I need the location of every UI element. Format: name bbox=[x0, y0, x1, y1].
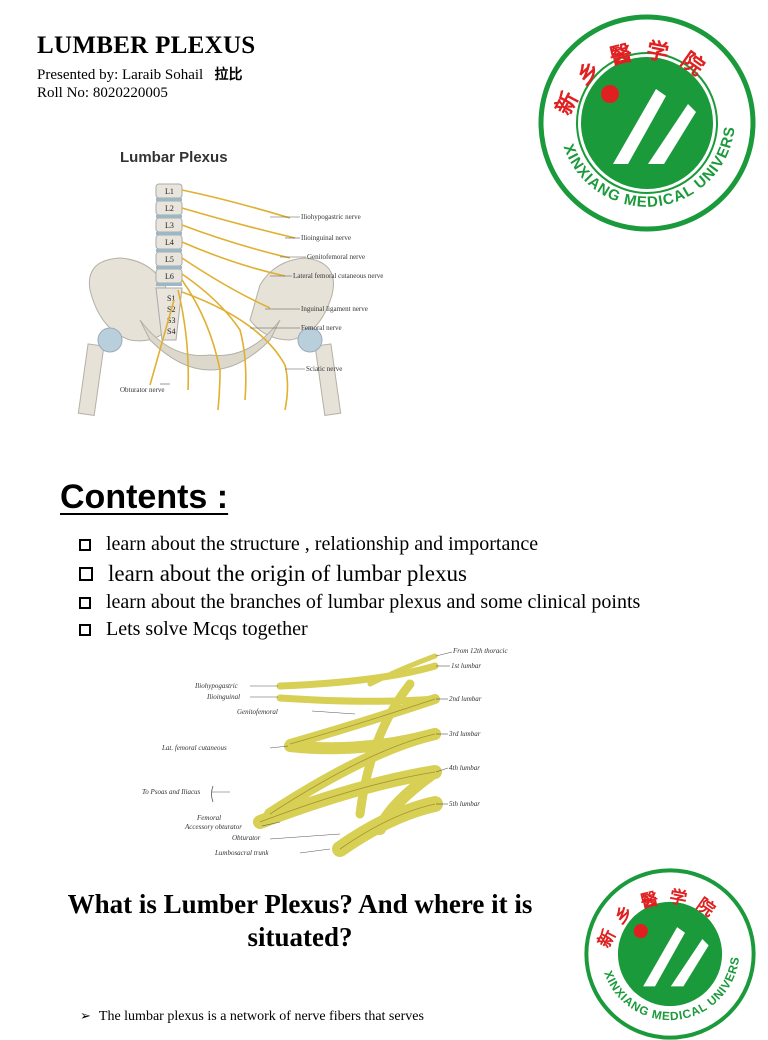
presenter-line: Presented by: Laraib Sohail 拉比 bbox=[37, 64, 242, 84]
nerve-label: Genitofemoral nerve bbox=[307, 253, 365, 261]
list-item-text: learn about the branches of lumbar plexu… bbox=[106, 591, 641, 613]
logo-chinese-char: 醫 bbox=[639, 887, 670, 913]
figure2-label: Genitofemoral bbox=[237, 708, 278, 716]
list-item-text: learn about the origin of lumbar plexus bbox=[108, 561, 467, 586]
section-question: What is Lumber Plexus? And where it is s… bbox=[67, 889, 533, 952]
vertebra-label: L1 bbox=[165, 187, 174, 196]
nerve-label: Obturator nerve bbox=[120, 386, 165, 394]
vertebra-label: L5 bbox=[165, 255, 174, 264]
list-item: learn about the branches of lumbar plexu… bbox=[79, 591, 640, 614]
logo-red-dot bbox=[601, 85, 619, 103]
figure2-label: Ilioinguinal bbox=[206, 693, 240, 701]
list-item: Lets solve Mcqs together bbox=[79, 618, 308, 641]
list-item-text: Lets solve Mcqs together bbox=[106, 618, 308, 640]
figure2-label: Obturator bbox=[232, 834, 261, 842]
nerve-label: Femoral nerve bbox=[301, 324, 342, 332]
list-item-text: learn about the structure , relationship… bbox=[106, 533, 539, 555]
vertebra-label: L4 bbox=[165, 238, 174, 247]
logo-red-dot bbox=[633, 924, 648, 939]
figure2-label: To Psoas and Iliacus bbox=[142, 788, 201, 796]
checkbox-bullet-icon bbox=[79, 623, 91, 636]
nerve-label: Sciatic nerve bbox=[306, 365, 342, 373]
figure2-label: Accessory obturator bbox=[184, 823, 242, 831]
figure2-label: Femoral bbox=[196, 814, 221, 822]
nerve-label: Inguinal ligament nerve bbox=[301, 305, 368, 313]
nerve-label: Ilioinguinal nerve bbox=[301, 234, 351, 242]
vertebra-label: L3 bbox=[165, 221, 174, 230]
vertebra-label: S3 bbox=[167, 316, 175, 325]
figure2-label: 1st lumbar bbox=[451, 662, 481, 670]
figure2-label: Lat. femoral cutaneous bbox=[161, 744, 227, 752]
page-title: LUMBER PLEXUS bbox=[37, 32, 256, 59]
vertebra-label: S4 bbox=[167, 327, 175, 336]
lumbar-plexus-origins-figure: From 12th thoracic 1st lumbar 2nd lumbar… bbox=[142, 647, 508, 857]
logo-chinese-char: 学 bbox=[668, 886, 698, 912]
figure2-label: 4th lumbar bbox=[449, 764, 480, 772]
vertebra-label: L6 bbox=[165, 272, 174, 281]
checkbox-bullet-icon bbox=[79, 538, 91, 551]
lumbar-plexus-anatomy-figure: L1 L2 L3 L4 L5 L6 S1 S2 S3 S4 Iliohypoga… bbox=[77, 183, 383, 416]
list-item: learn about the structure , relationship… bbox=[79, 533, 538, 556]
nerve-label: Iliohypogastric nerve bbox=[301, 213, 361, 221]
list-item: learn about the origin of lumbar plexus bbox=[79, 561, 467, 587]
nerve-label: Lateral femoral cutaneous nerve bbox=[293, 272, 383, 280]
figure2-label: From 12th thoracic bbox=[452, 647, 508, 655]
vertebra-label: L2 bbox=[165, 204, 174, 213]
figure2-label: Lumbosacral trunk bbox=[214, 849, 269, 857]
contents-heading: Contents : bbox=[60, 478, 229, 516]
paragraph-text: The lumbar plexus is a network of nerve … bbox=[98, 1009, 424, 1024]
university-logo: 新乡醫学院 XINXIANG MEDICAL UNIVERSITY bbox=[538, 14, 756, 232]
university-logo-small: 新乡醫学院 XINXIANG MEDICAL UNIVERSITY bbox=[584, 868, 756, 1040]
roll-number: Roll No: 8020220005 bbox=[37, 85, 168, 101]
figure2-label: Iliohypogastric bbox=[194, 682, 239, 690]
vertebra-label: S1 bbox=[167, 294, 175, 303]
figure2-label: 5th lumbar bbox=[449, 800, 480, 808]
presenter-chinese-name: 拉比 bbox=[214, 67, 243, 83]
paragraph: ➢ The lumbar plexus is a network of nerve… bbox=[80, 1008, 424, 1025]
figure1-title: Lumbar Plexus bbox=[120, 149, 228, 166]
arrow-bullet-icon: ➢ bbox=[80, 1008, 91, 1023]
checkbox-bullet-icon bbox=[79, 567, 93, 581]
presenter-name: Presented by: Laraib Sohail bbox=[37, 67, 204, 83]
figure2-label: 3rd lumbar bbox=[448, 730, 481, 738]
figure2-label: 2nd lumbar bbox=[449, 695, 482, 703]
checkbox-bullet-icon bbox=[79, 596, 91, 609]
